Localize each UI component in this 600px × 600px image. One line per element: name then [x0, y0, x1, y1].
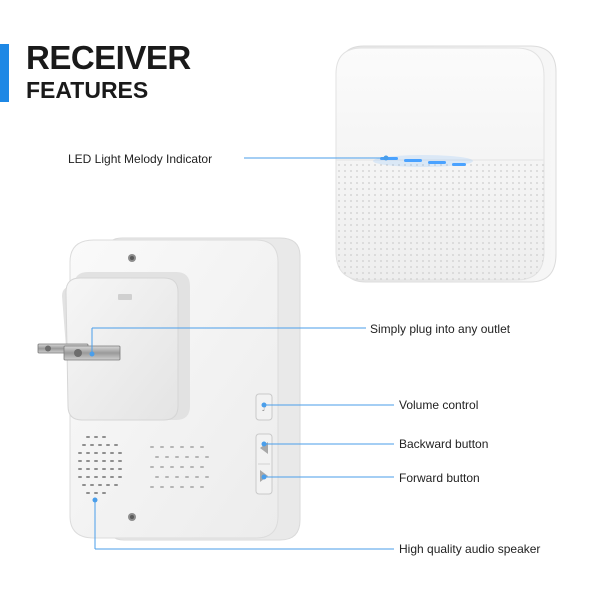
callout-volume: Volume control [399, 398, 479, 412]
callout-plug: Simply plug into any outlet [370, 322, 511, 336]
title-receiver: RECEIVER [26, 39, 191, 76]
title-accent-bar [0, 44, 9, 102]
front-device [335, 45, 557, 283]
plug-housing [62, 272, 190, 421]
callout-lines [91, 157, 394, 550]
plug-prongs-icon [37, 343, 121, 361]
callout-speaker: High quality audio speaker [399, 542, 541, 556]
title-features: FEATURES [26, 77, 149, 103]
back-device: ♪ [37, 237, 301, 541]
svg-text:♪: ♪ [261, 404, 266, 413]
callout-backward: Backward button [399, 437, 489, 451]
led-lights [373, 155, 473, 167]
speaker-holes [78, 436, 209, 494]
callout-forward: Forward button [399, 471, 480, 485]
callout-led-indicator: LED Light Melody Indicator [68, 152, 213, 166]
callout-dots [89, 155, 389, 503]
